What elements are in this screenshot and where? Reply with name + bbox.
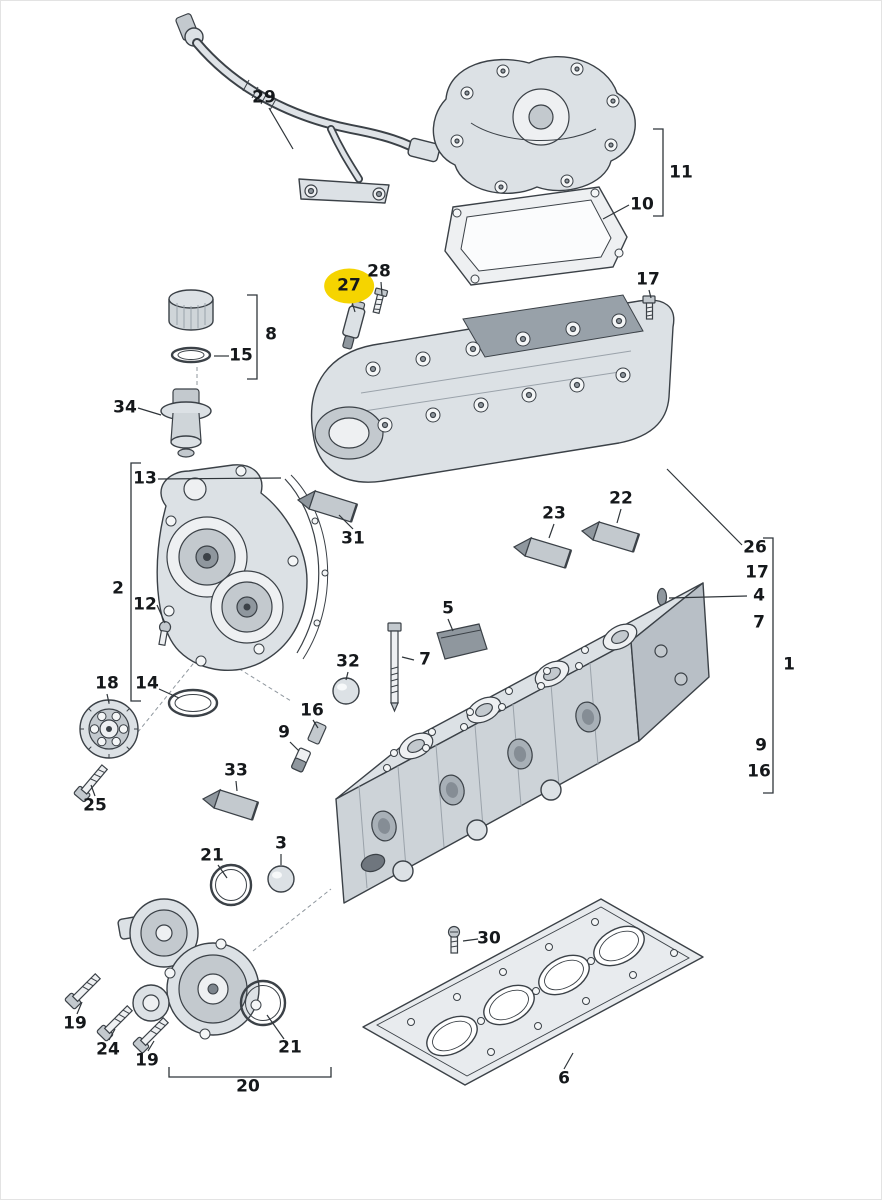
oring-part-21-bottom-drawing [239,979,287,1027]
callout-2[interactable]: 2 [112,578,124,599]
oring-part-14-drawing [167,688,219,718]
callout-17b[interactable]: 17 [745,562,769,583]
pulley-part-18-drawing [79,699,139,759]
callout-1[interactable]: 1 [783,654,795,675]
callout-10[interactable]: 10 [630,194,654,215]
bolt-part-19-right-drawing [132,1016,170,1054]
bolt-part-25-drawing [73,764,109,803]
leader-lines [76,107,748,1070]
callout-26[interactable]: 26 [743,537,767,558]
callout-18[interactable]: 18 [95,673,119,694]
timing-cover-drawing [156,464,308,671]
sealant-tube-part-23-drawing [512,536,573,569]
callout-13[interactable]: 13 [133,468,157,489]
callout-19a[interactable]: 19 [63,1013,87,1034]
callout-15[interactable]: 15 [229,345,253,366]
oring-part-21-top-drawing [209,863,253,907]
callout-12[interactable]: 12 [133,594,157,615]
head-gasket-drawing [362,898,704,1086]
breather-hose-drawing [175,13,441,204]
assembly-guide-lines [128,367,332,952]
water-pump-drawing [117,898,262,1040]
callout-16a[interactable]: 16 [300,700,324,721]
callout-19b[interactable]: 19 [135,1050,159,1071]
callout-9a[interactable]: 9 [278,722,290,743]
callout-5[interactable]: 5 [442,598,454,619]
callout-4[interactable]: 4 [753,585,765,606]
cap-part-3-drawing [267,865,295,893]
callout-33[interactable]: 33 [224,760,248,781]
callout-30[interactable]: 30 [477,928,501,949]
callout-29[interactable]: 29 [252,87,276,108]
callout-22[interactable]: 22 [609,488,633,509]
bolt-part-17-drawing [642,295,656,320]
callout-31[interactable]: 31 [341,528,365,549]
callout-16b[interactable]: 16 [747,761,771,782]
callout-20[interactable]: 20 [236,1076,260,1097]
timing-cover-gasket-drawing [284,474,329,660]
callout-28[interactable]: 28 [367,261,391,282]
oil-separator-cover-drawing [432,55,636,194]
bolt-part-7-drawing [387,622,402,713]
callout-6[interactable]: 6 [558,1068,570,1089]
callout-24[interactable]: 24 [96,1039,120,1060]
callout-17a[interactable]: 17 [636,269,660,290]
flanged-sleeve-part-34-drawing [160,388,212,458]
cover-gasket-drawing [444,186,628,286]
callout-9b[interactable]: 9 [755,735,767,756]
cylinder-head-drawing [335,582,710,904]
callout-3[interactable]: 3 [275,833,287,854]
callout-23[interactable]: 23 [542,503,566,524]
sealant-tube-part-22-drawing [580,520,641,553]
reference-brackets [130,128,774,1078]
wedge-part-5-drawing [436,623,488,660]
callout-11[interactable]: 11 [669,162,693,183]
bolt-part-24-drawing [96,1004,134,1042]
bolt-part-12-drawing [158,620,172,647]
callout-7a[interactable]: 7 [419,649,431,670]
callout-8[interactable]: 8 [265,324,277,345]
callout-21a[interactable]: 21 [200,845,224,866]
callout-21b[interactable]: 21 [278,1037,302,1058]
dowel-part-16-drawing [307,721,327,745]
seal-ring-part-15-drawing [170,346,212,364]
callout-25[interactable]: 25 [83,795,107,816]
oil-filler-cap-drawing [168,289,214,331]
callout-34[interactable]: 34 [113,397,137,418]
callout-32[interactable]: 32 [336,651,360,672]
callout-7b[interactable]: 7 [753,612,765,633]
callout-27[interactable]: 27 [324,268,374,304]
bolt-part-19-left-drawing [64,972,102,1010]
bolt-part-30-drawing [447,925,461,954]
sealant-tube-part-33-drawing [201,788,260,821]
camshaft-housing-drawing [310,294,675,483]
dowel-part-9-drawing [291,747,311,773]
callout-14[interactable]: 14 [135,673,159,694]
sealant-tube-part-31-drawing [296,489,359,523]
